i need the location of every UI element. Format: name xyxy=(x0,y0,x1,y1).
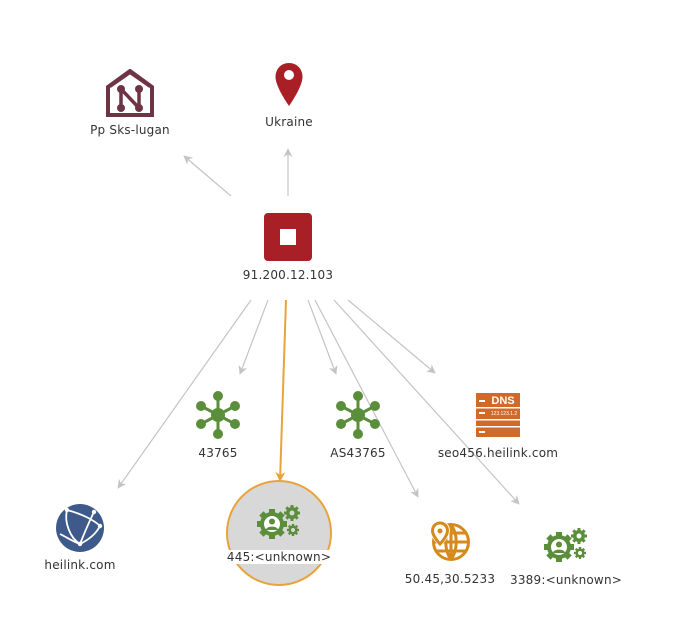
dns-record-icon: DNS 123.123.1.2 xyxy=(476,393,520,437)
edge-ip-to-org[interactable] xyxy=(183,155,232,197)
node-label: heilink.com xyxy=(44,558,116,572)
globe-network-icon xyxy=(56,504,104,552)
node-label: 50.45,30.5233 xyxy=(404,572,496,586)
node-port-3389[interactable]: 3389:<unknown> xyxy=(506,527,626,587)
node-label: 91.200.12.103 xyxy=(242,268,334,282)
node-label: 445:<unknown> xyxy=(224,550,334,564)
node-ip-address[interactable]: 91.200.12.103 xyxy=(228,213,348,282)
node-label: 43765 xyxy=(198,446,238,460)
node-geo-coordinates[interactable]: 50.45,30.5233 xyxy=(390,520,510,586)
node-location-ukraine[interactable]: Ukraine xyxy=(249,62,329,129)
node-organization[interactable]: Pp Sks-lugan xyxy=(70,69,190,137)
edge-ip-to-geo[interactable] xyxy=(314,299,419,498)
node-dns-name[interactable]: DNS 123.123.1.2 seo456.heilink.com xyxy=(428,393,568,460)
network-hub-icon xyxy=(336,391,380,439)
globe-pin-icon xyxy=(430,521,470,561)
node-label: AS43765 xyxy=(330,446,386,460)
node-port-445[interactable]: 445:<unknown> xyxy=(219,504,339,564)
ip-address-icon xyxy=(264,213,312,261)
edge-ip-to-asn-num[interactable] xyxy=(238,299,269,375)
edge-ip-to-dns[interactable] xyxy=(347,299,436,374)
edge-ip-to-port445[interactable] xyxy=(275,299,287,482)
map-pin-icon xyxy=(275,63,303,106)
edge-ip-to-domain[interactable] xyxy=(117,299,252,489)
gears-service-icon xyxy=(544,528,587,562)
node-as-number[interactable]: 43765 xyxy=(178,391,258,460)
gears-service-icon xyxy=(257,505,300,539)
node-label: 3389:<unknown> xyxy=(509,573,623,587)
edge-ip-to-port3389[interactable] xyxy=(333,299,520,505)
svg-text:DNS: DNS xyxy=(491,395,514,407)
node-as-name[interactable]: AS43765 xyxy=(318,391,398,460)
node-label: Ukraine xyxy=(265,115,313,129)
node-domain[interactable]: heilink.com xyxy=(40,504,120,572)
organization-house-icon xyxy=(106,69,154,117)
node-label: Pp Sks-lugan xyxy=(90,123,170,137)
svg-text:123.123.1.2: 123.123.1.2 xyxy=(491,411,518,417)
node-label: seo456.heilink.com xyxy=(437,446,559,460)
network-hub-icon xyxy=(196,391,240,439)
edge-ip-to-asn-name[interactable] xyxy=(307,299,338,375)
selected-node-highlight xyxy=(226,480,332,586)
